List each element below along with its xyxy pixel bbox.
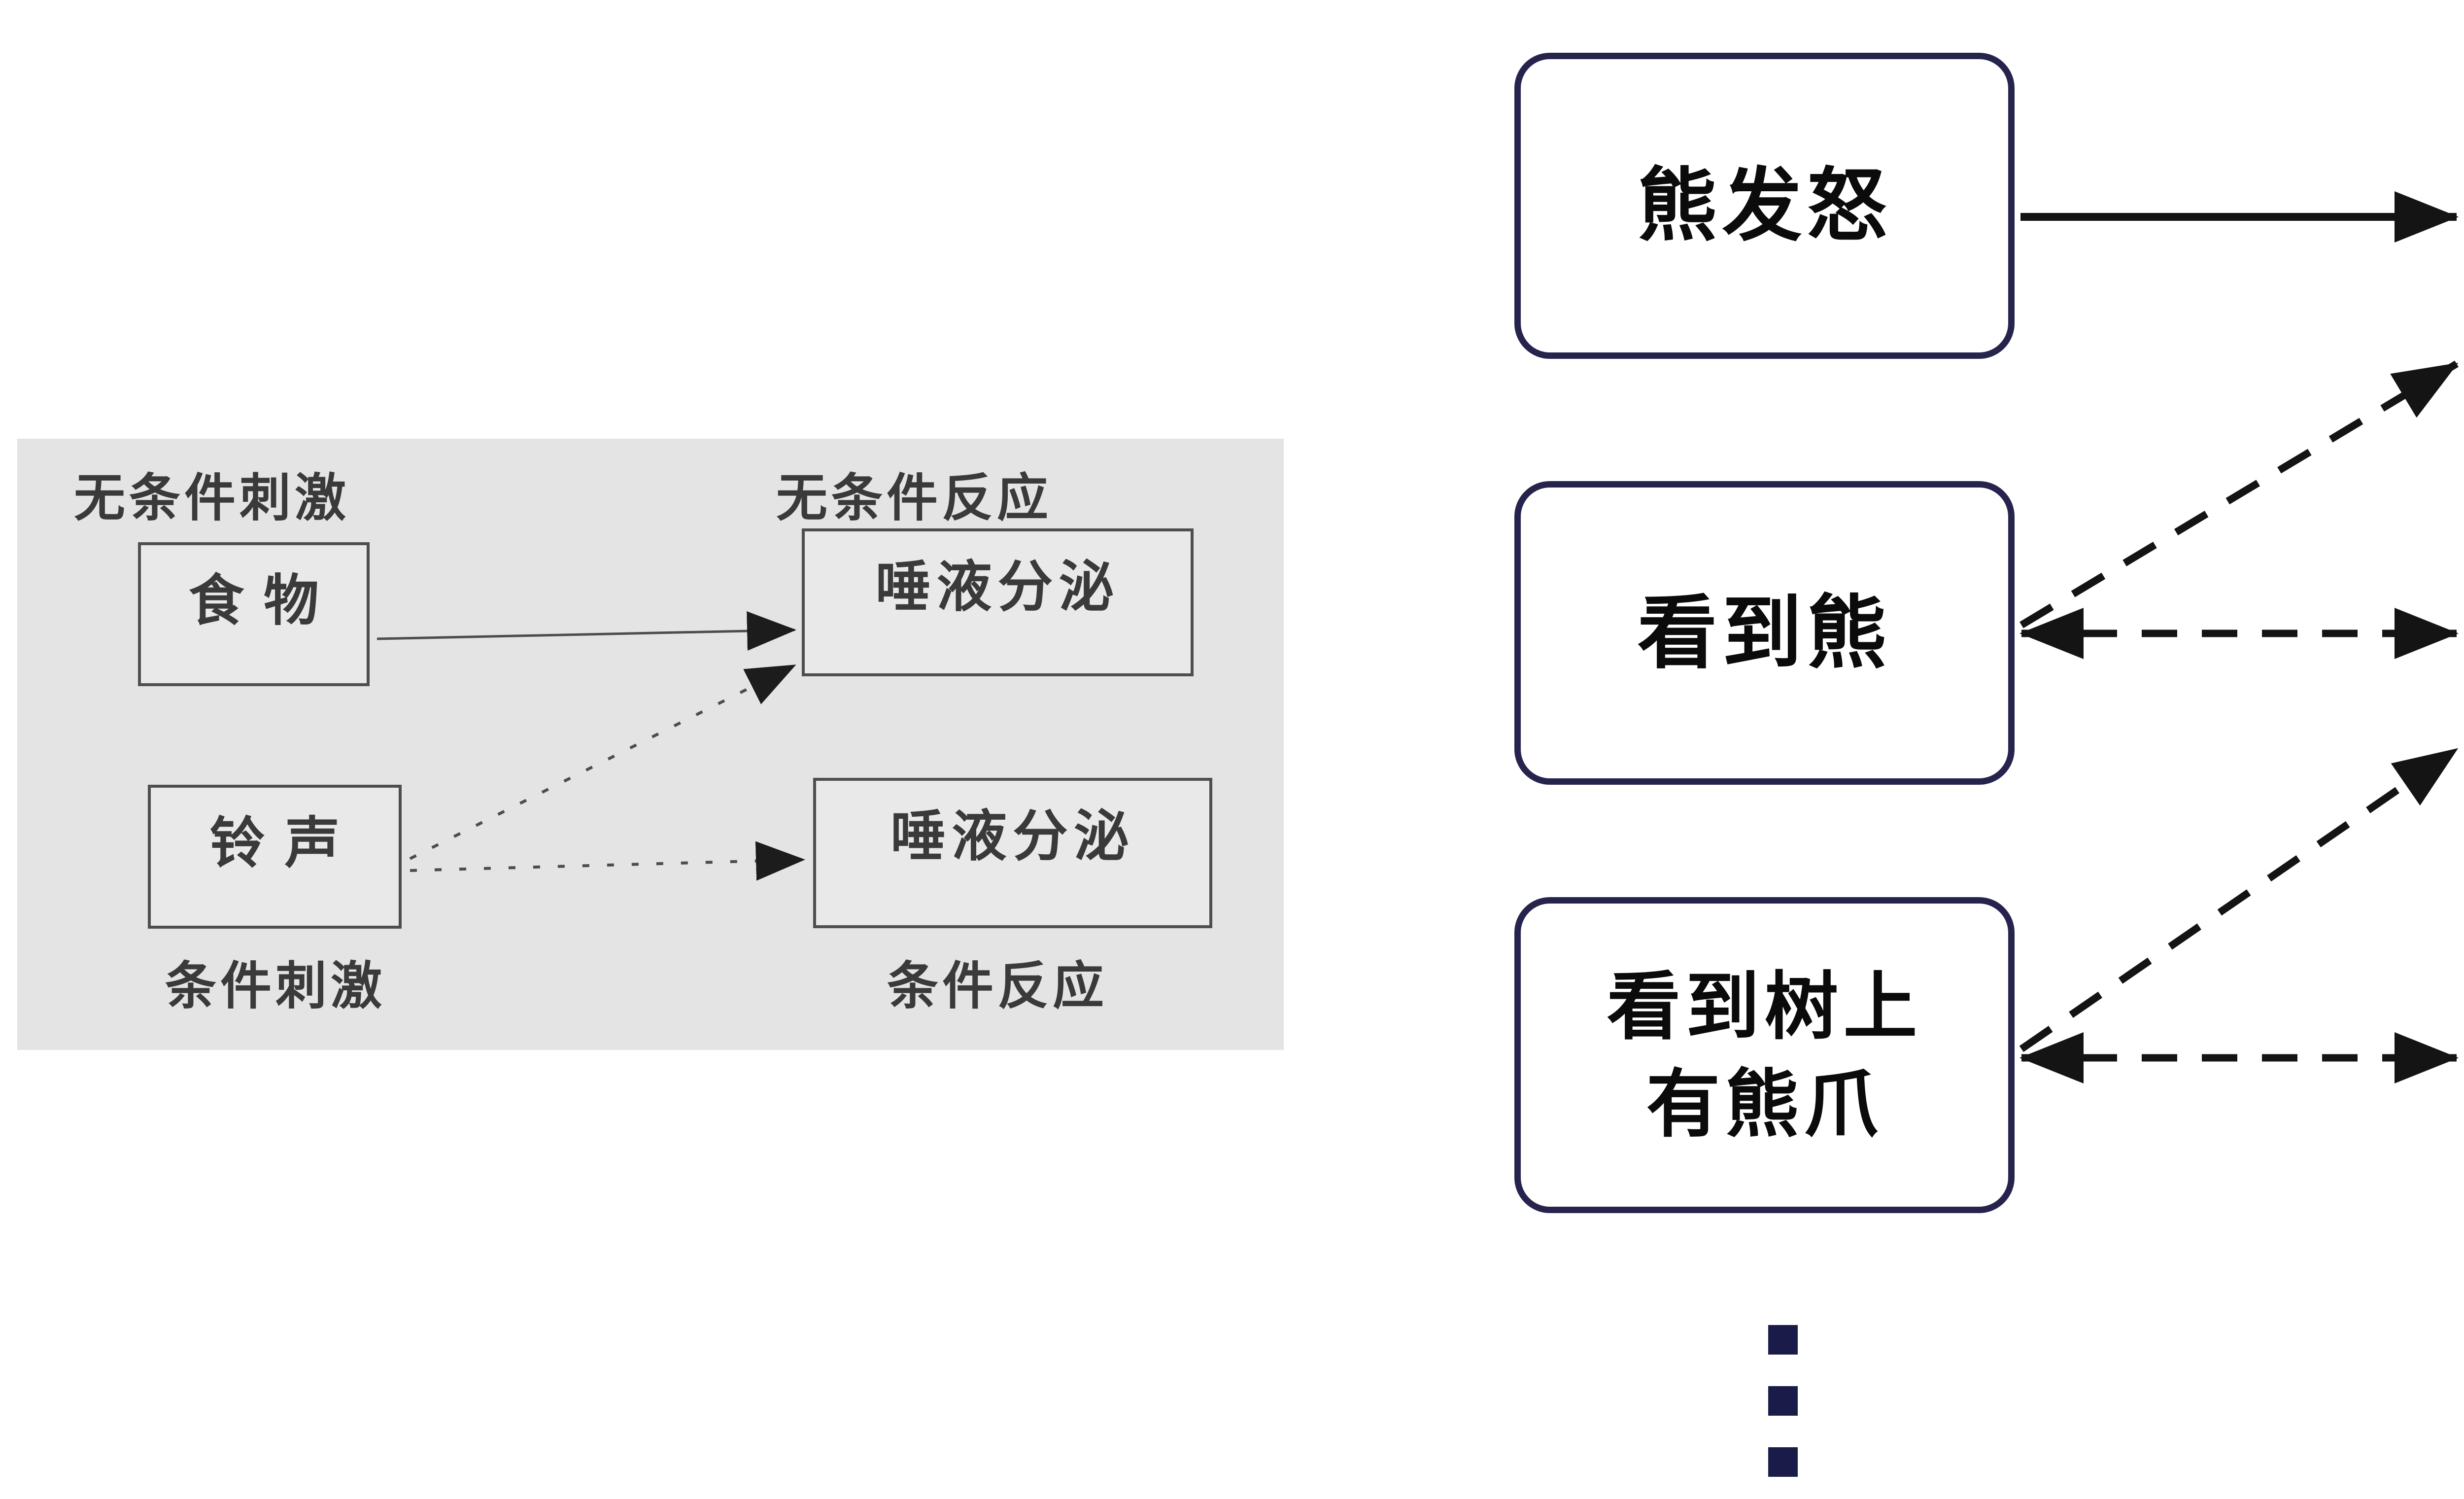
ellipsis-left-dot — [1768, 1386, 1798, 1416]
see-claw-box: 看到树上 有熊爪 — [1514, 897, 2015, 1213]
bell-to-salivation2-dotted-arrow — [410, 841, 805, 881]
bell-to-salivation1-dotted-arrow — [409, 664, 796, 860]
salivation-box-2: 唾液分泌 — [813, 778, 1212, 928]
see-bear-box: 看到熊 — [1514, 481, 2015, 785]
see-bear-label: 看到熊 — [1637, 588, 1892, 678]
see-claw-to-value-next-dashed-arrow — [2019, 746, 2459, 1052]
food-box: 食物 — [138, 542, 370, 686]
see-claw-label-line1: 看到树上 — [1607, 965, 1922, 1048]
ellipsis-left-dot — [1768, 1325, 1798, 1355]
label-unconditioned-stimulus: 无条件刺激 — [74, 470, 350, 527]
bell-box-label: 铃声 — [209, 812, 360, 874]
salivation-box-2-label: 唾液分泌 — [890, 805, 1135, 867]
salivation-box-1: 唾液分泌 — [802, 528, 1194, 676]
label-conditioned-response: 条件反应 — [887, 958, 1108, 1015]
see-bear-to-reward-dashed-arrow — [2019, 360, 2459, 628]
bear-angry-label: 熊发怒 — [1637, 161, 1892, 250]
see-claw-label-line2: 有熊爪 — [1646, 1062, 1883, 1146]
bell-box: 铃声 — [148, 785, 402, 929]
food-box-label: 食物 — [189, 570, 339, 631]
salivation-box-1-label: 唾液分泌 — [875, 556, 1120, 618]
food-to-salivation-arrow — [376, 611, 796, 651]
bear-angry-box: 熊发怒 — [1514, 53, 2015, 359]
label-conditioned-stimulus: 条件刺激 — [165, 958, 386, 1015]
ellipsis-left-dot — [1768, 1447, 1798, 1477]
label-unconditioned-response: 无条件反应 — [776, 470, 1053, 527]
